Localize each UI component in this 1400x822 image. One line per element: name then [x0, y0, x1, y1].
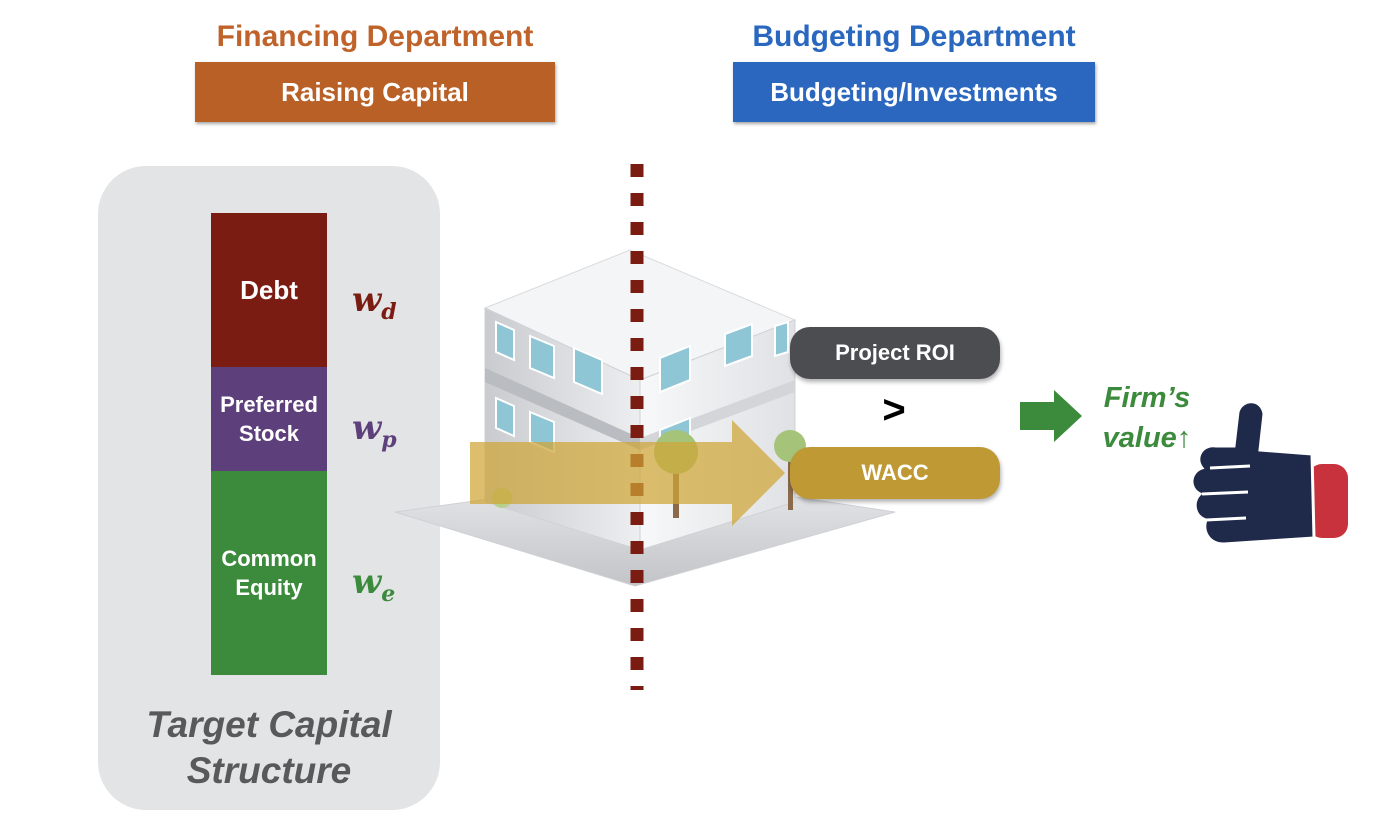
preferred-label-line1: Preferred — [220, 392, 318, 417]
preferred-stock-segment: Preferred Stock — [211, 367, 327, 471]
raising-capital-bar: Raising Capital — [195, 62, 555, 122]
financing-department-title: Financing Department — [216, 20, 534, 53]
department-divider-line — [630, 164, 644, 690]
up-arrow-icon: ↑ — [1176, 422, 1192, 454]
debt-segment: Debt — [211, 213, 327, 367]
common-label-line1: Common — [221, 546, 317, 571]
greater-than-sign: > — [882, 388, 906, 432]
project-roi-pill: Project ROI — [790, 327, 1000, 379]
target-capital-structure-label: Target Capital Structure — [146, 704, 392, 791]
weight-debt: wd — [352, 280, 397, 325]
thumbs-up-icon — [1190, 400, 1348, 546]
debt-label: Debt — [240, 274, 298, 305]
capital-flow-arrow — [470, 420, 785, 526]
result-arrow-icon — [1020, 390, 1082, 442]
budgeting-investments-bar: Budgeting/Investments — [733, 62, 1095, 122]
wacc-pill: WACC — [790, 447, 1000, 499]
common-label-line2: Equity — [235, 575, 303, 600]
preferred-label-line2: Stock — [239, 421, 299, 446]
budgeting-department-title: Budgeting Department — [752, 20, 1076, 53]
weight-preferred: wp — [352, 408, 397, 453]
weight-equity: we — [352, 562, 396, 607]
common-equity-segment: Common Equity — [211, 471, 327, 675]
firm-value-label: Firm’s value↑ — [1102, 382, 1192, 454]
